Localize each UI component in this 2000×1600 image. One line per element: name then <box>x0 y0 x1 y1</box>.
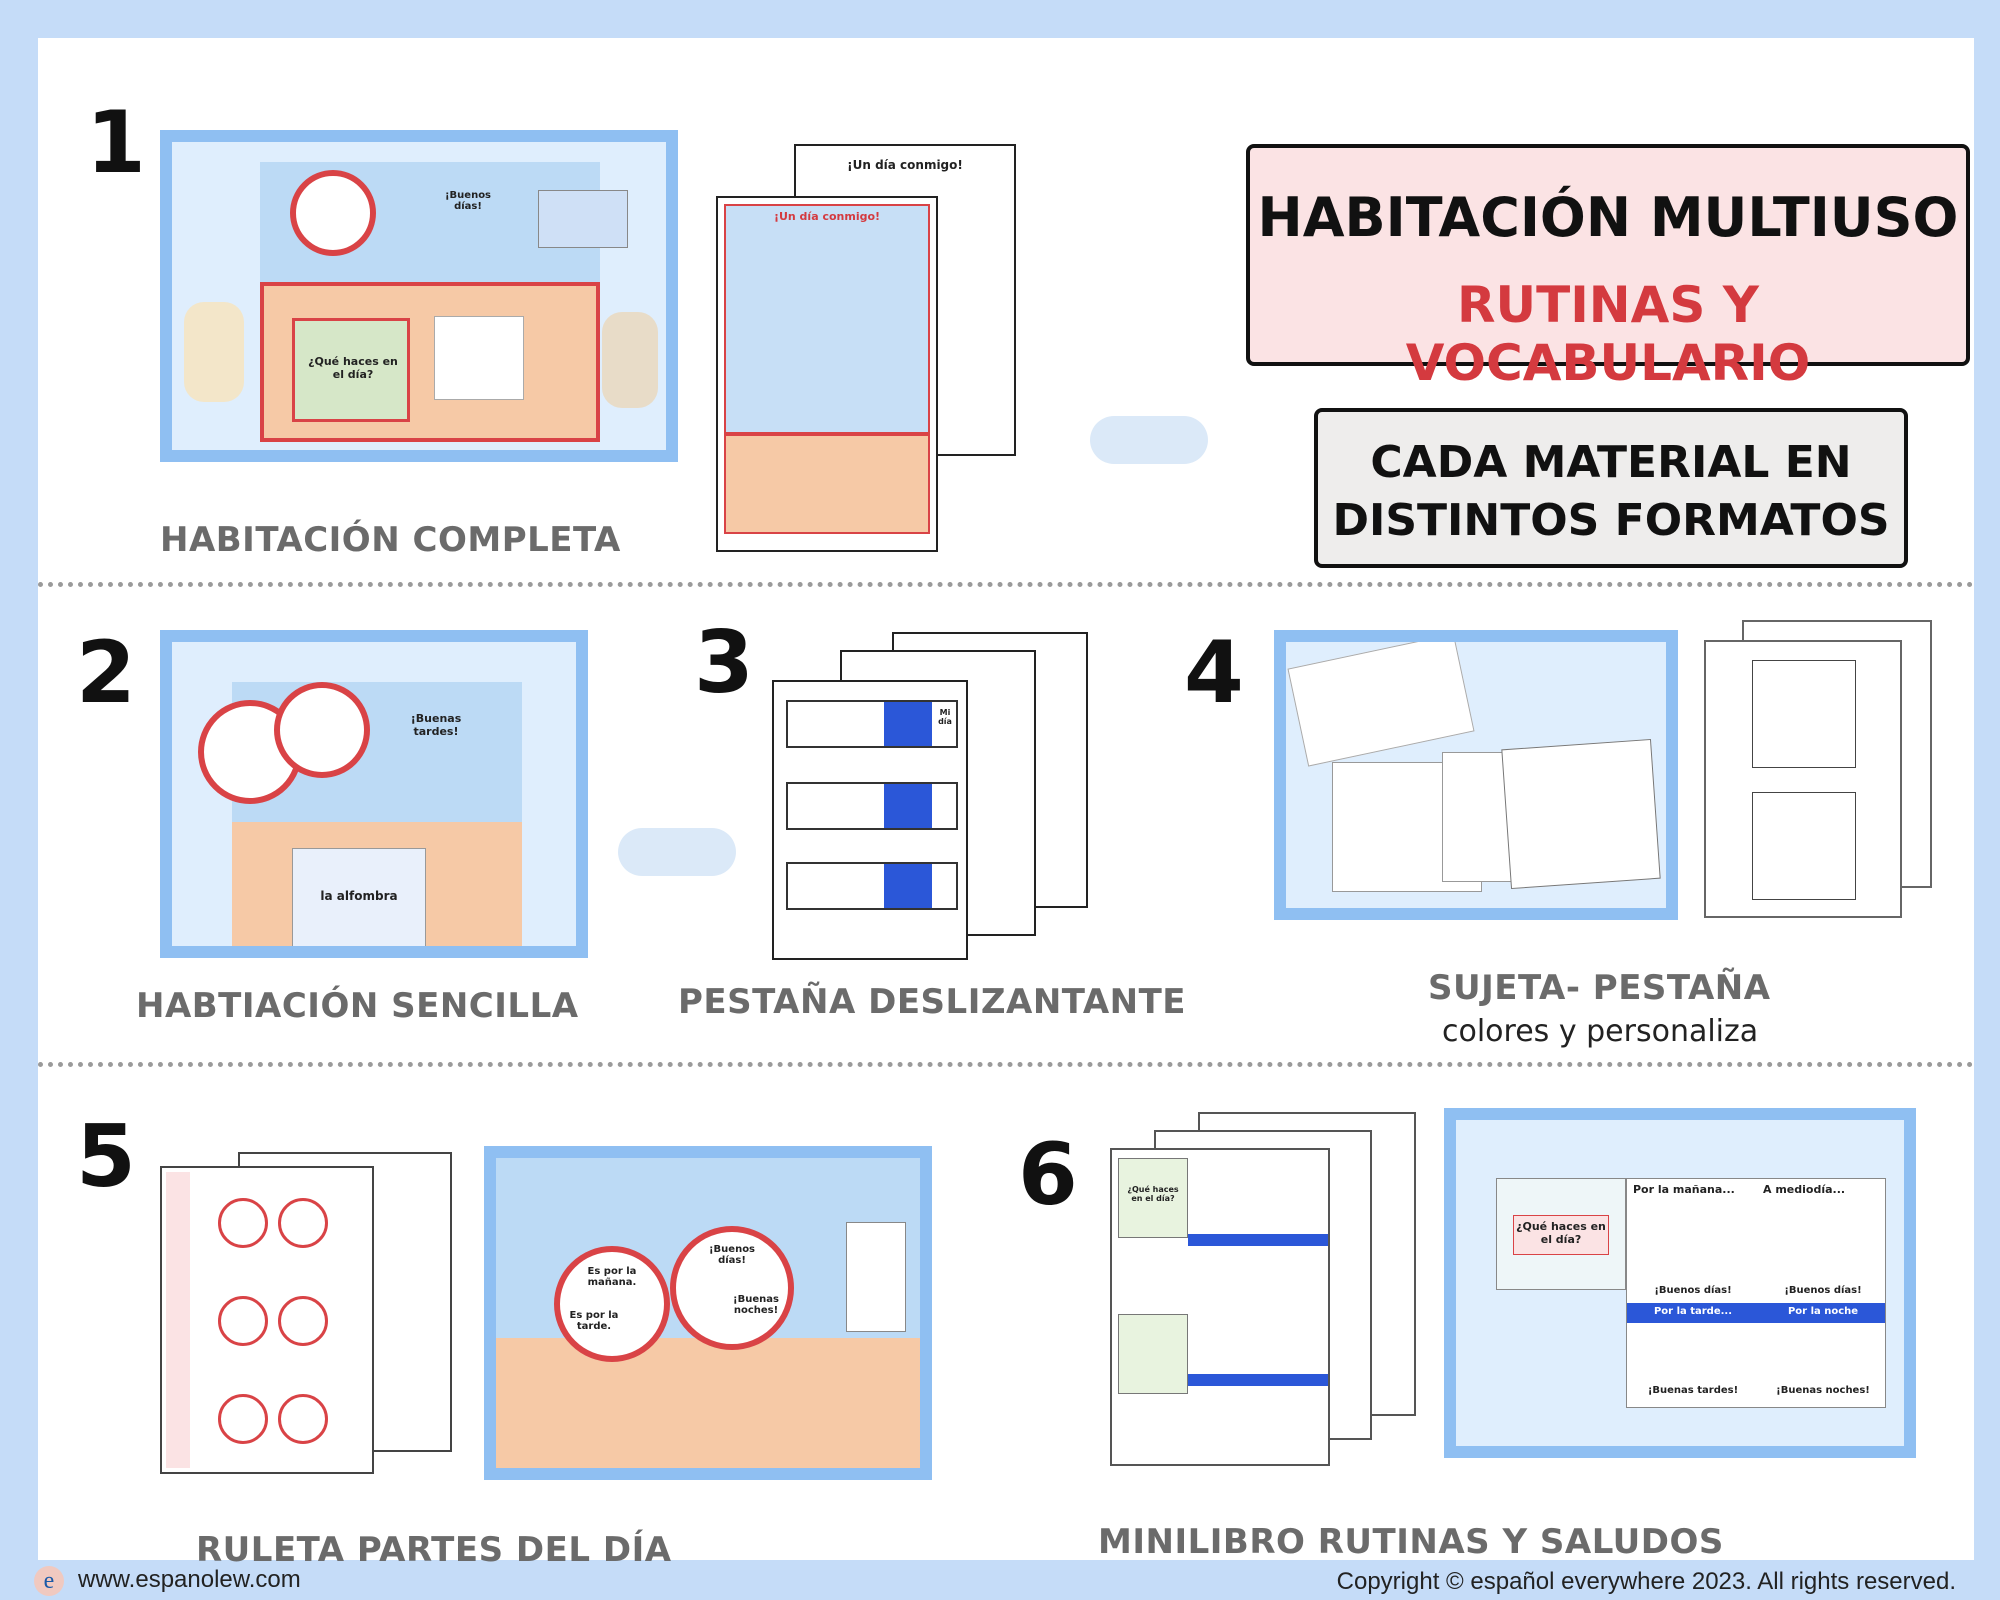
cloud-decoration-2 <box>618 828 736 876</box>
section-6-number: 6 <box>1018 1125 1078 1225</box>
section-1-photo: ¡Buenos días! ¿Qué haces en el día? <box>160 130 678 462</box>
slide-sheet-1: Mi día <box>772 680 968 960</box>
wheel-photo-floor <box>496 1338 920 1468</box>
product-sheet: 1 ¡Buenos días! ¿Qué haces en el día? ¡U… <box>38 38 1974 1570</box>
night-tab <box>538 190 628 248</box>
slide-row-3 <box>786 862 958 910</box>
wheel-sheet-front <box>160 1166 374 1474</box>
minibook-photo-title: ¿Qué haces en el día? <box>1516 1220 1606 1246</box>
por-manana-label: Por la mañana... <box>1633 1183 1735 1196</box>
buenas-tardes-label: ¡Buenas tardes! <box>410 712 462 738</box>
title-box: HABITACIÓN MULTIUSO RUTINAS Y VOCABULARI… <box>1246 144 1970 392</box>
slide-row-1-night <box>884 702 932 746</box>
por-tarde-label: Por la tarde... <box>1653 1306 1733 1317</box>
simple-wheel-right <box>274 682 370 778</box>
divider-2 <box>38 1062 1974 1067</box>
slide-row-3-night <box>884 864 932 908</box>
feliz-dia-strip <box>166 1172 190 1468</box>
photo-wheel-left: Es por la mañana. Es por la tarde. <box>554 1246 670 1362</box>
section-3-caption: PESTAÑA DESLIZANTANTE <box>678 982 1187 1022</box>
cloud-decoration <box>1090 416 1208 464</box>
un-dia-back-label: ¡Un día conmigo! <box>847 158 963 172</box>
minibook-night-band-1 <box>1188 1234 1328 1246</box>
slide-row-1: Mi día <box>786 700 958 748</box>
minibook-cover-1-label: ¿Qué haces en el día? <box>1127 1185 1179 1203</box>
mini-wheel-3a <box>218 1394 268 1444</box>
mi-dia-label: Mi día <box>938 708 952 726</box>
section-3-number: 3 <box>694 613 754 713</box>
section-5-caption: RULETA PARTES DEL DÍA <box>196 1530 672 1570</box>
mini-wheel-2b <box>278 1296 328 1346</box>
mini-wheel-2a <box>218 1296 268 1346</box>
section-2-number: 2 <box>76 623 136 723</box>
sheet-front-wall: ¡Un día conmigo! <box>724 204 930 434</box>
minibook-photo-cover: ¿Qué haces en el día? <box>1496 1178 1626 1290</box>
section-4-number: 4 <box>1184 623 1244 723</box>
brand-logo: e <box>34 1566 64 1596</box>
formats-box: CADA MATERIAL EN DISTINTOS FORMATOS <box>1314 408 1908 568</box>
photo-buenos-dias: ¡Buenos días! <box>708 1244 756 1266</box>
pages-blue-band: Por la tarde... Por la noche <box>1627 1303 1885 1323</box>
footer-url[interactable]: www.espanolew.com <box>78 1566 301 1593</box>
mini-wheel-1a <box>218 1198 268 1248</box>
section-4-subcaption: colores y personaliza <box>1442 1014 1759 1049</box>
alfombra-label: la alfombra <box>320 889 398 903</box>
es-manana-label: Es por la mañana. <box>587 1266 637 1288</box>
section-2-photo: ¡Buenas tardes! la alfombra <box>160 630 588 958</box>
pages-buenos-dias-1: ¡Buenos días! <box>1654 1285 1732 1296</box>
minibook-night-band-2 <box>1188 1374 1328 1386</box>
sheet-front: ¡Un día conmigo! <box>716 196 938 552</box>
que-haces-label: ¿Qué haces en el día? <box>308 355 398 381</box>
formats-line-2: DISTINTOS FORMATOS <box>1332 495 1890 546</box>
tab-card-1 <box>1287 642 1475 767</box>
un-dia-front-label: ¡Un día conmigo! <box>773 210 881 223</box>
slide-row-2 <box>786 782 958 830</box>
photo-curtain <box>846 1222 906 1332</box>
minibook-photo-title-box: ¿Qué haces en el día? <box>1513 1215 1609 1255</box>
main-subtitle: RUTINAS Y VOCABULARIO <box>1405 276 1811 392</box>
a-mediodia-label: A mediodía... <box>1763 1183 1846 1196</box>
tab-sheet-box-1 <box>1752 660 1856 768</box>
slide-row-2-night <box>884 784 932 828</box>
food-cards <box>434 316 524 400</box>
buenos-dias-label: ¡Buenos días! <box>444 190 492 212</box>
section-5-photo: Es por la mañana. Es por la tarde. ¡Buen… <box>484 1146 932 1480</box>
photo-buenas-noches: ¡Buenas noches! <box>733 1294 779 1316</box>
alfombra-card: la alfombra <box>292 848 426 946</box>
mini-wheel-3b <box>278 1394 328 1444</box>
section-6-caption: MINILIBRO RUTINAS Y SALUDOS <box>1098 1522 1724 1562</box>
section-1-caption: HABITACIÓN COMPLETA <box>160 520 621 560</box>
photo-wheel-right: ¡Buenos días! ¡Buenas noches! <box>670 1226 794 1350</box>
girl-figure <box>184 302 244 402</box>
divider-1 <box>38 582 1974 587</box>
section-4-photo <box>1274 630 1678 920</box>
section-6-photo: ¿Qué haces en el día? Por la mañana... A… <box>1444 1108 1916 1458</box>
footer-copyright: Copyright © español everywhere 2023. All… <box>1336 1568 1956 1595</box>
section-4-caption: SUJETA- PESTAÑA <box>1428 968 1771 1008</box>
pages-buenas-tardes: ¡Buenas tardes! <box>1647 1385 1739 1396</box>
day-wheel <box>290 170 376 256</box>
sheet-front-floor <box>724 434 930 534</box>
tab-card-4 <box>1501 738 1661 890</box>
formats-line-1: CADA MATERIAL EN <box>1370 437 1852 488</box>
boy-figure <box>602 312 658 408</box>
minibook-cover-2 <box>1118 1314 1188 1394</box>
minibook-cover-1: ¿Qué haces en el día? <box>1118 1158 1188 1238</box>
por-noche-label: Por la noche <box>1787 1306 1859 1317</box>
tab-sheet-front <box>1704 640 1902 918</box>
tab-sheet-box-2 <box>1752 792 1856 900</box>
minibook-sheet-1: ¿Qué haces en el día? <box>1110 1148 1330 1466</box>
es-tarde-label: Es por la tarde. <box>569 1310 619 1332</box>
section-1-number: 1 <box>86 93 146 193</box>
section-5-number: 5 <box>76 1107 136 1207</box>
mini-wheel-1b <box>278 1198 328 1248</box>
pages-buenas-noches: ¡Buenas noches! <box>1776 1385 1870 1396</box>
que-haces-book: ¿Qué haces en el día? <box>292 318 410 422</box>
section-2-caption: HABTIACIÓN SENCILLA <box>136 986 579 1026</box>
minibook-photo-pages: Por la mañana... A mediodía... ¡Buenos d… <box>1626 1178 1886 1408</box>
main-title: HABITACIÓN MULTIUSO <box>1257 186 1959 249</box>
pages-buenos-dias-2: ¡Buenos días! <box>1784 1285 1862 1296</box>
